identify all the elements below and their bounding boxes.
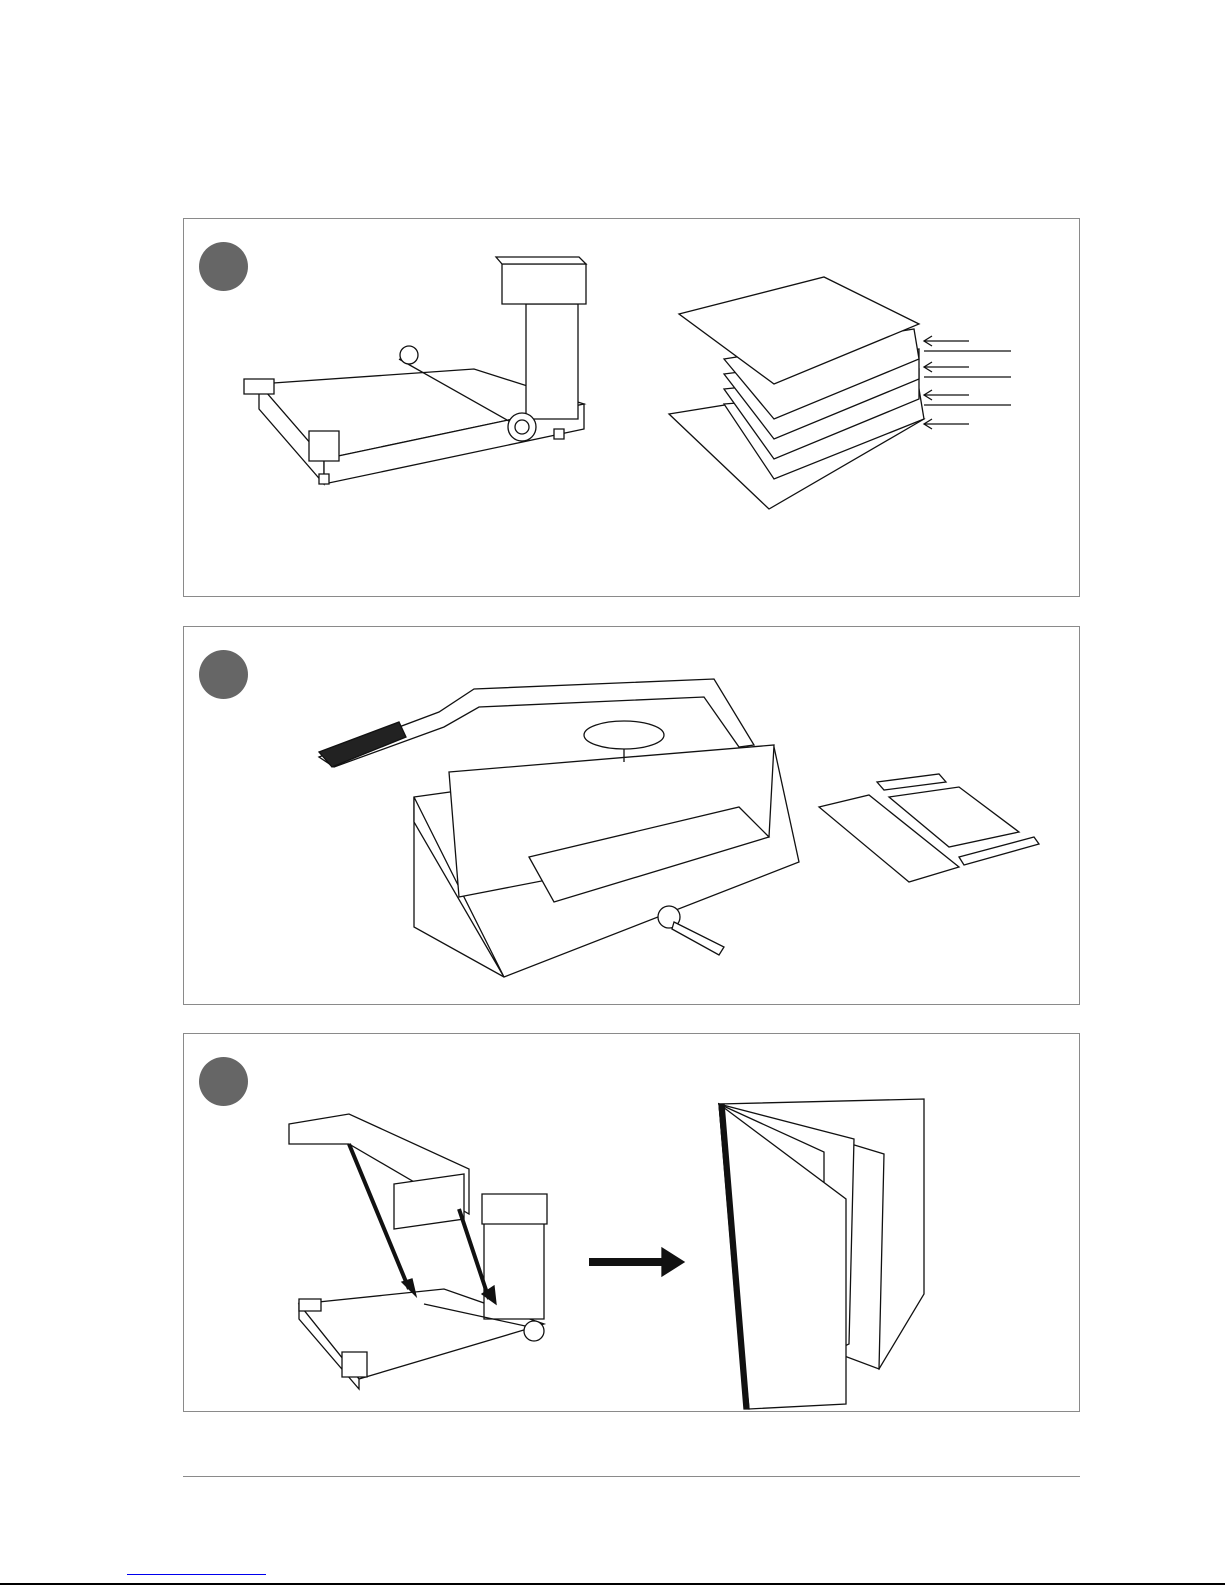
footer-link[interactable] xyxy=(127,1574,266,1575)
step-marker xyxy=(199,650,248,699)
paper-stack-illustration xyxy=(184,219,1081,598)
footer-rule xyxy=(183,1476,1080,1477)
step-3-panel xyxy=(183,1033,1080,1412)
step-marker xyxy=(199,242,248,291)
step-marker xyxy=(199,1057,248,1106)
step-1-panel xyxy=(183,218,1080,597)
binding-attachment-illustration xyxy=(184,1034,1081,1413)
cover-press-illustration xyxy=(184,627,1081,1006)
page-bottom-border xyxy=(0,1583,1225,1585)
step-2-panel xyxy=(183,626,1080,1005)
binding-machine-illustration xyxy=(184,219,1081,598)
hardcover-book-illustration xyxy=(184,1034,1081,1413)
cover-boards-illustration xyxy=(184,627,1081,1006)
